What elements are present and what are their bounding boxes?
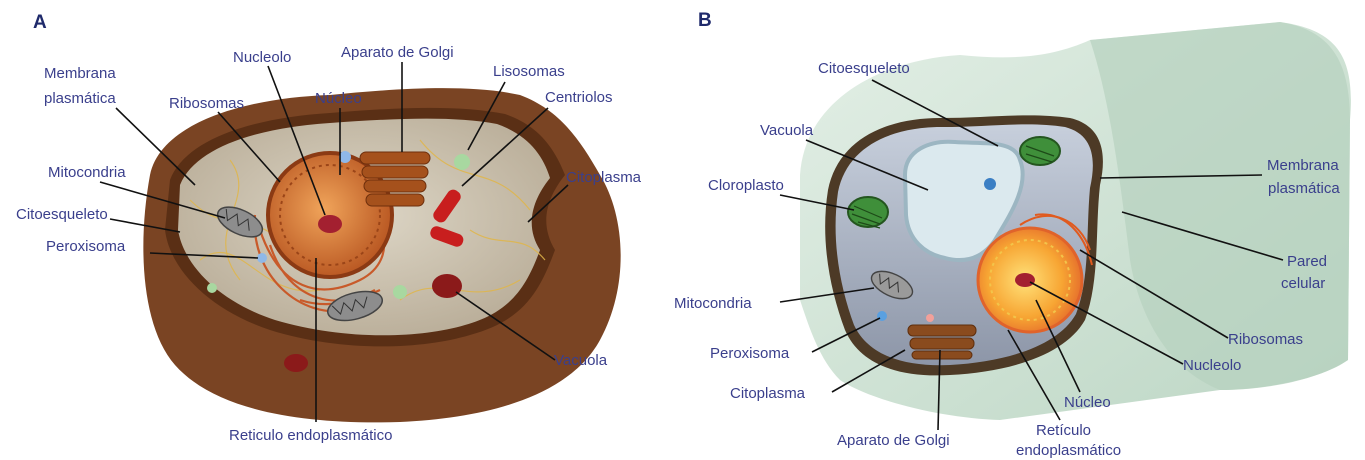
animal-peroxisome (257, 253, 267, 263)
plant-golgi (908, 325, 976, 359)
label-b-pared-2: celular (1281, 275, 1325, 292)
animal-nucleolus (318, 215, 342, 233)
label-a-membrana-2: plasmática (44, 90, 116, 107)
label-a-lisosomas: Lisosomas (493, 63, 565, 80)
label-b-pared-1: Pared (1287, 253, 1327, 270)
label-b-citoesqueleto: Citoesqueleto (818, 60, 910, 77)
panel-b-label: B (698, 10, 712, 31)
label-a-ribosomas: Ribosomas (169, 95, 244, 112)
panel-a-label: A (33, 12, 47, 33)
label-a-membrana-1: Membrana (44, 65, 116, 82)
label-a-nucleo: Núcleo (315, 90, 362, 107)
label-a-peroxisoma: Peroxisoma (46, 238, 126, 255)
label-b-nucleo: Núcleo (1064, 394, 1111, 411)
label-a-vacuola: Vacuola (554, 352, 608, 369)
label-b-reticulo-1: Retículo (1036, 422, 1091, 439)
label-b-membrana-1: Membrana (1267, 157, 1339, 174)
label-b-reticulo-2: endoplasmático (1016, 442, 1121, 459)
label-b-golgi: Aparato de Golgi (837, 432, 950, 449)
label-a-mitocondria: Mitocondria (48, 164, 126, 181)
animal-vacuole (432, 274, 462, 298)
label-b-membrana-2: plasmática (1268, 180, 1340, 197)
label-b-ribosomas: Ribosomas (1228, 331, 1303, 348)
label-a-reticulo: Reticulo endoplasmático (229, 427, 392, 444)
label-b-citoplasma: Citoplasma (730, 385, 806, 402)
label-a-citoplasma: Citoplasma (566, 169, 642, 186)
label-a-citoesqueleto: Citoesqueleto (16, 206, 108, 223)
label-a-nucleolo: Nucleolo (233, 49, 291, 66)
animal-lysosome (454, 154, 470, 170)
label-a-golgi: Aparato de Golgi (341, 44, 454, 61)
label-b-nucleolo: Nucleolo (1183, 357, 1241, 374)
plant-cell (800, 22, 1351, 420)
label-a-centriolos: Centriolos (545, 89, 613, 106)
label-b-vacuola: Vacuola (760, 122, 814, 139)
label-b-peroxisoma: Peroxisoma (710, 345, 790, 362)
plant-nucleolus (1015, 273, 1035, 287)
label-b-mitocondria: Mitocondria (674, 295, 752, 312)
label-b-cloroplasto: Cloroplasto (708, 177, 784, 194)
